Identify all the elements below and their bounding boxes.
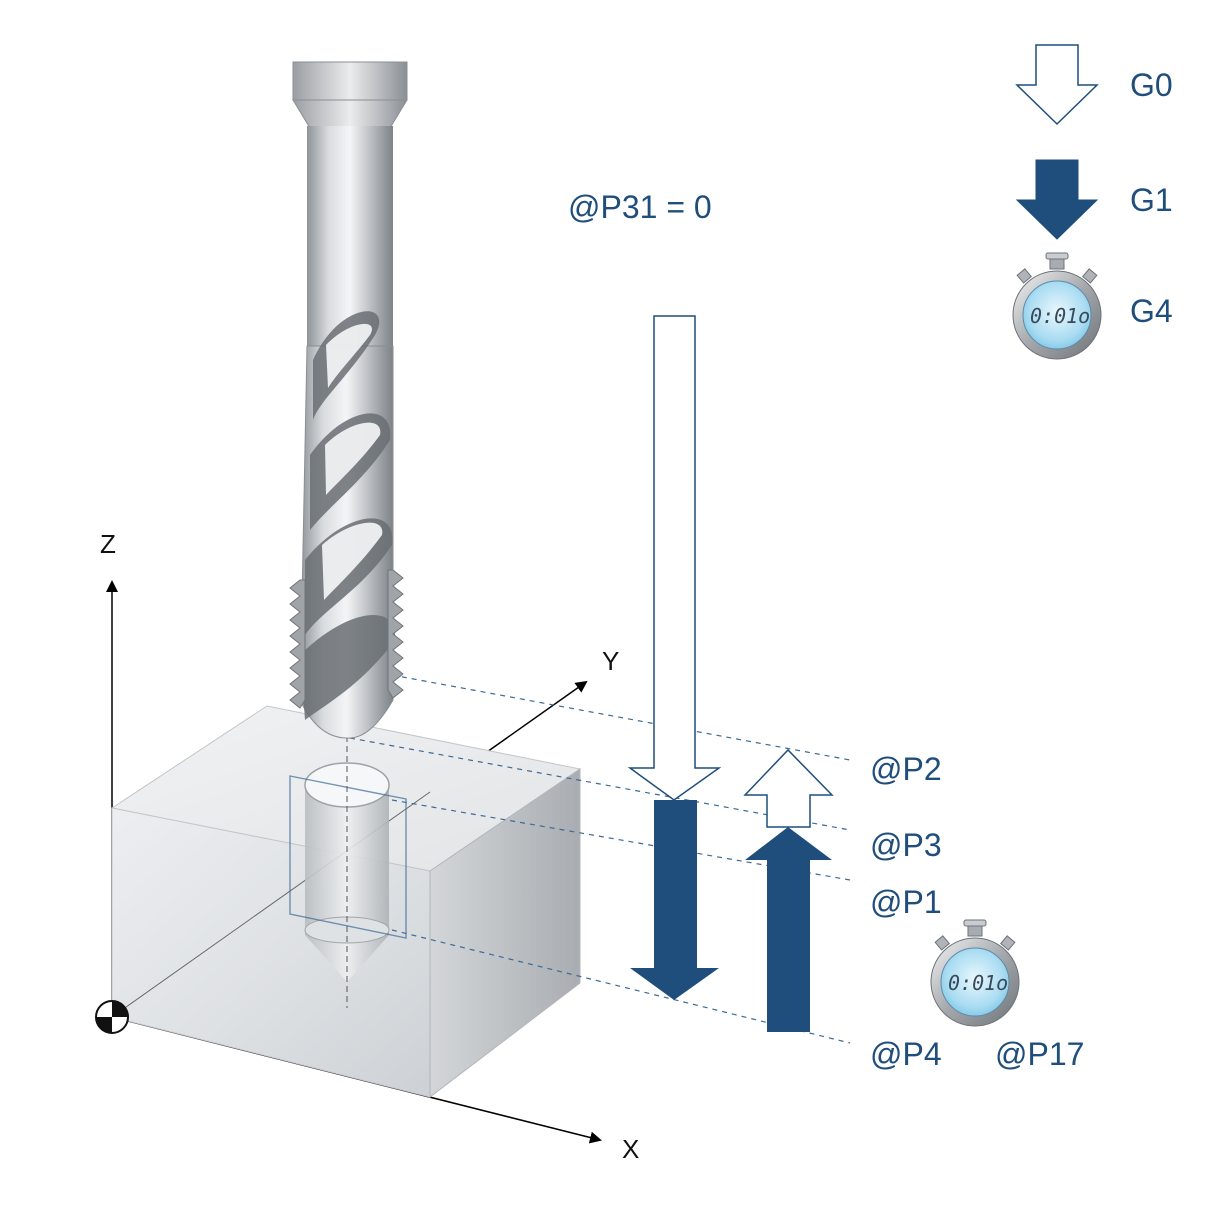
dwell-stopwatch-display: 0:01o <box>948 971 1008 995</box>
legend: G0 G1 0:01o G4 <box>1012 44 1173 360</box>
rapid-retract-arrow <box>743 748 834 828</box>
level-p17-label: @P17 <box>995 1036 1084 1072</box>
level-p1-label: @P1 <box>870 884 942 920</box>
motion-arrows <box>627 315 834 1032</box>
legend-dwell-label: G4 <box>1130 293 1173 329</box>
stopwatch-icon: 0:01o <box>1012 252 1102 360</box>
origin-marker-icon <box>95 1000 129 1034</box>
level-p4-label: @P4 <box>870 1036 942 1072</box>
y-axis-label: Y <box>602 646 619 676</box>
level-p2-label: @P2 <box>870 751 942 787</box>
workpiece-block <box>110 705 582 1099</box>
x-axis-label: X <box>622 1134 639 1164</box>
thread-outline <box>289 775 407 939</box>
stopwatch-display: 0:01o <box>1030 304 1090 328</box>
feed-arrow-icon <box>1015 159 1099 240</box>
legend-feed-label: G1 <box>1130 182 1173 218</box>
dwell-stopwatch-icon: 0:01o <box>930 919 1020 1027</box>
z-axis-label: Z <box>100 529 116 559</box>
tool-collar <box>292 61 408 101</box>
block-side-face <box>429 768 581 1099</box>
level-p3-label: @P3 <box>870 827 942 863</box>
tool-threads <box>289 569 404 709</box>
tool-shank <box>307 126 393 346</box>
tap-tool <box>289 61 408 739</box>
level-labels: @P2 @P3 @P1 @P4 @P17 0:01o <box>870 751 1084 1072</box>
rapid-arrow-icon <box>1015 44 1099 126</box>
drilled-hole <box>304 736 390 1008</box>
parameter-note: @P31 = 0 <box>568 189 712 225</box>
rapid-approach-arrow <box>627 315 722 801</box>
feed-up-arrow <box>745 827 832 1032</box>
legend-rapid-label: G0 <box>1130 67 1173 103</box>
feed-down-arrow <box>630 800 719 1000</box>
